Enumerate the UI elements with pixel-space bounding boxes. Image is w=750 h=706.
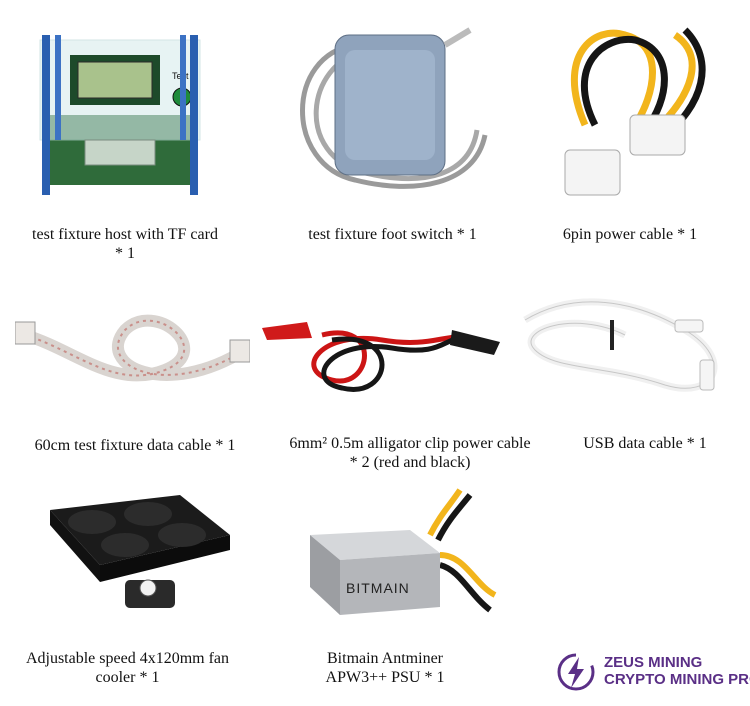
caption-ribbon-data-cable: 60cm test fixture data cable * 1 xyxy=(34,437,236,454)
6pin-power-cable-photo xyxy=(564,27,706,196)
caption-foot-switch: test fixture foot switch * 1 xyxy=(308,226,477,243)
caption-fan-cooler: Adjustable speed 4x120mm fan cooler * 1 xyxy=(25,650,230,686)
lightning-logo-icon xyxy=(557,653,595,691)
zeus-mining-logo: ZEUS MINING CRYPTO MINING PRO xyxy=(556,650,750,694)
logo-tagline: CRYPTO MINING PRO xyxy=(604,671,750,688)
psu-brand-label: BITMAIN xyxy=(346,580,410,596)
test-fixture-host-photo: Test xyxy=(39,35,201,195)
psu-photo: BITMAIN xyxy=(310,488,497,615)
foot-switch-photo xyxy=(300,27,488,189)
alligator-clip-cable-photo xyxy=(262,322,500,392)
caption-test-fixture-host: test fixture host with TF card * 1 xyxy=(32,226,218,262)
caption-alligator-clip-cable: 6mm² 0.5m alligator clip power cable * 2… xyxy=(289,435,531,471)
caption-psu: Bitmain Antminer APW3++ PSU * 1 xyxy=(325,650,445,686)
logo-brand-name: ZEUS MINING xyxy=(604,654,703,671)
caption-6pin-power-cable: 6pin power cable * 1 xyxy=(562,226,698,243)
fan-cooler-photo xyxy=(50,495,230,608)
usb-cable-photo xyxy=(523,298,718,392)
caption-usb-cable: USB data cable * 1 xyxy=(583,435,707,452)
ribbon-data-cable-photo xyxy=(15,314,250,382)
